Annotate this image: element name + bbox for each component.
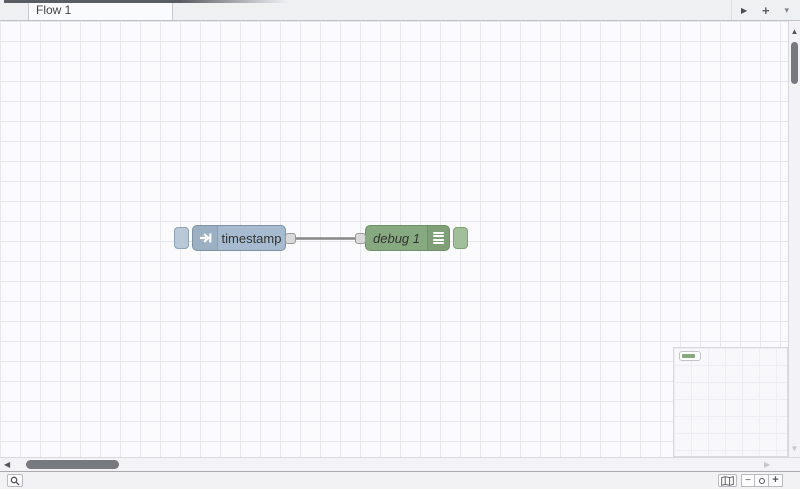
tab-flow-1[interactable]: Flow 1 bbox=[28, 0, 173, 20]
debug-icon bbox=[427, 226, 449, 250]
wire-layer bbox=[290, 237, 361, 240]
horizontal-scrollbar-thumb[interactable] bbox=[26, 460, 119, 469]
scroll-up-icon[interactable]: ▲ bbox=[790, 27, 799, 36]
inject-output-port[interactable] bbox=[285, 233, 296, 244]
scroll-right-icon[interactable]: ▶ bbox=[764, 460, 771, 469]
flow-canvas[interactable]: timestamp debug 1 bbox=[0, 21, 788, 457]
inject-icon bbox=[193, 226, 218, 250]
minimap-panel[interactable] bbox=[673, 347, 788, 457]
tab-bar-controls: ▶ + ▾ bbox=[731, 0, 800, 20]
window-top-shadow bbox=[4, 0, 288, 3]
flow-list-dropdown-icon[interactable]: ▾ bbox=[784, 4, 789, 15]
node-label: debug 1 bbox=[373, 230, 420, 246]
toggle-navigator-button[interactable] bbox=[718, 474, 737, 487]
zoom-reset-icon bbox=[758, 477, 765, 484]
node-inject-timestamp[interactable]: timestamp bbox=[192, 225, 286, 251]
horizontal-scrollbar[interactable]: ◀ ▶ bbox=[0, 457, 800, 471]
scroll-tabs-right-icon[interactable]: ▶ bbox=[741, 5, 748, 15]
zoom-out-button[interactable]: − bbox=[741, 474, 755, 487]
node-debug-1[interactable]: debug 1 bbox=[365, 225, 450, 251]
vertical-scrollbar-thumb[interactable] bbox=[791, 42, 798, 84]
workspace-footer: − + bbox=[0, 471, 800, 489]
inject-trigger-button[interactable] bbox=[174, 227, 189, 249]
vertical-scrollbar[interactable]: ▲ ▼ bbox=[788, 21, 800, 457]
debug-list-icon bbox=[433, 231, 444, 245]
zoom-in-button[interactable]: + bbox=[769, 474, 783, 487]
search-icon bbox=[10, 476, 20, 485]
tab-bar: Flow 1 ▶ + ▾ bbox=[0, 0, 800, 21]
scroll-left-icon[interactable]: ◀ bbox=[4, 460, 11, 469]
zoom-reset-button[interactable] bbox=[755, 474, 769, 487]
scroll-down-icon[interactable]: ▼ bbox=[790, 444, 799, 453]
add-flow-button[interactable]: + bbox=[762, 2, 770, 18]
arrow-in-icon bbox=[199, 233, 211, 243]
zoom-controls: − + bbox=[741, 474, 783, 487]
search-flows-button[interactable] bbox=[7, 474, 23, 487]
tab-label: Flow 1 bbox=[36, 3, 72, 17]
debug-input-port[interactable] bbox=[355, 233, 366, 244]
map-icon bbox=[721, 475, 734, 486]
node-label: timestamp bbox=[221, 230, 282, 246]
debug-toggle-button[interactable] bbox=[453, 227, 468, 249]
minimap-node-marker bbox=[679, 351, 701, 361]
